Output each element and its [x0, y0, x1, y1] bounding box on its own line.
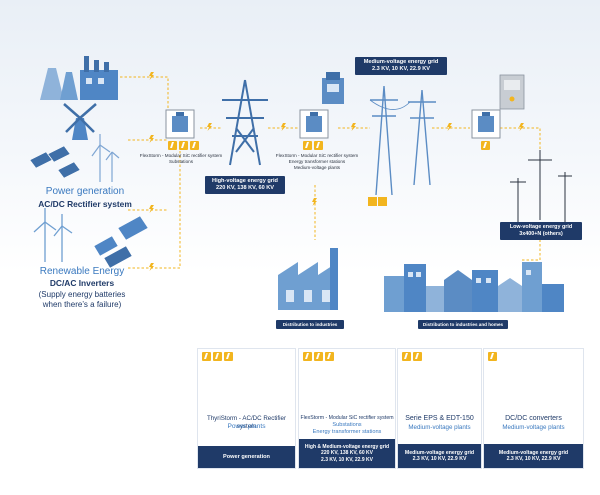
card-3-foot1: Medium-voltage energy grid	[404, 449, 475, 456]
low-voltage-values: 3x400+N (others)	[519, 230, 563, 237]
card-4-badges	[488, 352, 497, 361]
medium-voltage-title: Medium-voltage energy grid	[363, 59, 439, 65]
substation-2-line2: Energy transformer stations	[288, 158, 346, 164]
renewable-turbines-icon	[33, 208, 73, 262]
high-voltage-title: High-voltage energy grid	[212, 178, 278, 184]
card-3-title: Serie EPS & EDT-150	[405, 415, 474, 422]
card-3-foot2: 2.3 KV, 10 KV, 22.9 KV	[412, 456, 467, 462]
product-card-2: FlexStorm - Modular SiC rectifier system…	[298, 348, 396, 469]
card-1-badges	[202, 352, 233, 361]
transformer-icon-1	[165, 109, 195, 139]
substation-2-line1: FlexStorm - Modular SiC rectifier system	[275, 153, 359, 158]
card-2-sub1: Substations	[332, 422, 362, 428]
card-4-foot1: Medium-voltage energy grid	[498, 449, 569, 456]
substation-1-line2: Substations	[168, 158, 193, 164]
renewable-energy-title: Renewable Energy	[39, 266, 125, 277]
product-card-4: DC/DC converters Medium-voltage plants M…	[483, 348, 584, 469]
windmill-icon	[63, 103, 97, 140]
high-voltage-label: High-voltage energy grid 220 KV, 138 KV,…	[205, 176, 285, 194]
bolt-badge-icon	[202, 352, 211, 361]
substation-2-caption: FlexStorm - Modular SiC rectifier system…	[262, 153, 372, 171]
medium-voltage-badge-icons	[368, 197, 387, 206]
card-1-foot1: Power generation	[223, 453, 270, 460]
bolt-badge-icon	[224, 352, 233, 361]
transformer-icon-3	[471, 109, 501, 139]
low-voltage-label: Low-voltage energy grid 3x400+N (others)	[500, 222, 582, 240]
transformer-icon-2	[299, 109, 329, 139]
renewable-energy-subtitle: DC/AC Inverters	[49, 278, 115, 288]
bolt-badge-icon	[190, 141, 199, 150]
low-voltage-title: Low-voltage energy grid	[509, 224, 573, 230]
product-card-3: Serie EPS & EDT-150 Medium-voltage plant…	[397, 348, 482, 469]
high-voltage-values: 220 KV, 138 KV, 60 KV	[215, 184, 275, 191]
substation-3-badges	[481, 141, 490, 150]
card-3-footer: Medium-voltage energy grid 2.3 KV, 10 KV…	[398, 444, 481, 468]
rectifier-cabinet-icon	[499, 74, 525, 110]
medium-voltage-values: 2.3 KV, 10 KV, 22.9 KV	[371, 65, 431, 72]
bolt-badge-icon	[168, 141, 177, 150]
distribution-industries-label: Distribution to industries	[276, 320, 344, 329]
medium-voltage-label: Medium-voltage energy grid 2.3 KV, 10 KV…	[355, 57, 447, 75]
bolt-badge-icon	[413, 352, 422, 361]
distribution-homes-label: Distribution to industries and homes	[418, 320, 508, 329]
substation-1-caption: FlexStorm - Modular SiC rectifier system…	[126, 153, 236, 165]
town-icon	[384, 262, 564, 312]
card-2-badges	[303, 352, 334, 361]
card-1-sub1: Power plants	[227, 423, 266, 430]
card-2-footer: High & Medium-voltage energy grid 220 KV…	[299, 439, 395, 468]
solar-panels-icon	[29, 145, 81, 179]
product-card-1: ThyriStorm - AC/DC Rectifier system Powe…	[197, 348, 296, 469]
bolt-badge-icon	[314, 141, 323, 150]
factory-icon	[278, 248, 338, 310]
card-4-sub1: Medium-voltage plants	[502, 424, 565, 431]
card-3-badges	[402, 352, 422, 361]
card-1-title: ThyriStorm - AC/DC Rectifier system	[206, 415, 287, 430]
high-voltage-tower-icon	[222, 79, 268, 166]
substation-2-line3: Medium-voltage plants	[293, 164, 341, 170]
bolt-badge-icon	[303, 352, 312, 361]
connection-lines	[120, 76, 541, 269]
power-generation-title: Power generation	[45, 186, 125, 197]
low-voltage-poles-icon	[510, 150, 572, 222]
bolt-badge-icon	[314, 352, 323, 361]
medium-voltage-towers-icon	[369, 85, 436, 196]
renewable-note-line1: (Supply energy batteries	[38, 290, 126, 299]
substation-1-badges	[168, 141, 199, 150]
power-plant-icon	[40, 56, 118, 100]
renewable-solar-icon	[93, 215, 149, 269]
bolt-badge-icon	[179, 141, 188, 150]
card-2-title: FlexStorm - Modular SiC rectifier system	[300, 415, 394, 421]
wind-turbines-icon	[91, 134, 120, 182]
bolt-badge-icon	[481, 141, 490, 150]
card-2-foot2: 220 KV, 138 KV, 60 KV	[321, 450, 373, 457]
card-4-title: DC/DC converters	[505, 415, 562, 422]
card-2-foot1: High & Medium-voltage energy grid	[304, 444, 390, 451]
bolt-badge-icon	[488, 352, 497, 361]
card-3-sub1: Medium-voltage plants	[408, 424, 471, 431]
control-unit-icon	[322, 72, 344, 104]
card-2-foot3: 2.3 KV, 10 KV, 22.9 KV	[321, 456, 373, 463]
substation-1-line1: FlexStorm - Modular SiC rectifier system	[139, 153, 223, 158]
bolt-badge-icon	[303, 141, 312, 150]
card-1-footer: Power generation	[198, 446, 295, 468]
power-generation-subtitle: AC/DC Rectifier system	[38, 199, 132, 209]
bolt-badge-icon	[325, 352, 334, 361]
bolt-badge-icon	[213, 352, 222, 361]
card-2-sub2: Energy transformer stations	[312, 429, 382, 435]
substation-2-badges	[303, 141, 323, 150]
card-4-foot2: 2.3 KV, 10 KV, 22.9 KV	[506, 456, 561, 462]
bolt-badge-icon	[402, 352, 411, 361]
renewable-note-line2: when there’s a failure)	[42, 300, 122, 309]
card-4-footer: Medium-voltage energy grid 2.3 KV, 10 KV…	[484, 444, 583, 468]
